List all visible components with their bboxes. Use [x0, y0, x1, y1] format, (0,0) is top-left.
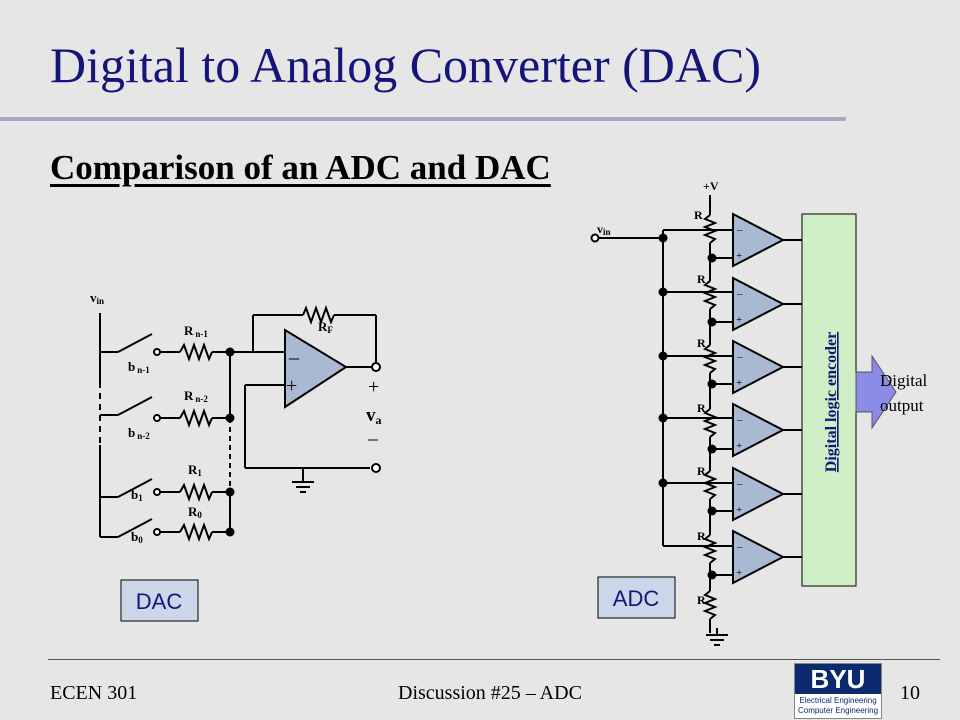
footer-topic: Discussion #25 – ADC — [398, 682, 582, 704]
digital-output-arrow — [855, 354, 897, 430]
footer-course: ECEN 301 — [50, 682, 138, 704]
svg-text:_: _ — [736, 347, 743, 359]
adc-resistor-7 — [702, 590, 718, 620]
adc-r-label-2: R — [697, 272, 706, 286]
byu-logo: BYU Electrical Engineering Computer Engi… — [794, 663, 882, 719]
svg-text:+: + — [736, 567, 742, 579]
adc-r-label-5: R — [697, 464, 706, 478]
comparator-4 — [732, 402, 786, 458]
adc-vin-label: vin — [597, 222, 611, 237]
label-r1: R1 — [188, 462, 202, 478]
dac-contacts — [153, 348, 381, 536]
adc-vin-terminal — [590, 233, 600, 243]
adc-r-label-3: R — [697, 336, 706, 350]
dac-label-box — [120, 579, 199, 622]
byu-logo-line-1: Electrical Engineering — [799, 696, 877, 705]
resistor-r1 — [179, 482, 213, 502]
comparator-6 — [732, 529, 786, 585]
dac-opamp — [284, 328, 348, 409]
label-b0: b0 — [131, 529, 143, 545]
label-b1: b1 — [131, 487, 143, 503]
slide-subtitle: Comparison of an ADC and DAC — [50, 148, 551, 187]
footer-page-number: 10 — [900, 682, 920, 704]
svg-text:_: _ — [736, 220, 743, 232]
svg-text:_: _ — [736, 537, 743, 549]
resistor-rf — [302, 305, 335, 325]
resistor-r0 — [179, 522, 213, 542]
comparator-2 — [732, 276, 786, 332]
adc-r-label-6: R — [697, 529, 706, 543]
digital-output-label-1: Digital — [880, 371, 927, 390]
adc-resistor-3 — [702, 344, 718, 374]
output-va-label: va — [366, 405, 382, 427]
adc-resistor-4 — [702, 408, 718, 438]
svg-text:+: + — [736, 250, 742, 262]
digital-output-label-2: output — [880, 396, 924, 415]
svg-text:_: _ — [736, 410, 743, 422]
byu-logo-line-2: Computer Engineering — [797, 706, 879, 715]
adc-comparators — [732, 212, 786, 585]
adc-nodes — [658, 233, 717, 580]
resistor-rn1 — [179, 342, 213, 362]
adc-label-text: ADC — [613, 586, 660, 611]
adc-resistor-6 — [702, 534, 718, 564]
switch-bn2 — [117, 396, 153, 416]
adc-r-label-1: R — [694, 208, 703, 222]
dac-opamp-plus: + — [286, 375, 297, 397]
svg-text:+: + — [736, 314, 742, 326]
comparator-3 — [732, 339, 786, 395]
switch-b0 — [117, 518, 153, 538]
dac-opamp-minus: _ — [288, 340, 300, 362]
comparator-signs: _ + _ + _ + _ + _ + _ + — [736, 220, 743, 579]
svg-text:_: _ — [736, 284, 743, 296]
switch-bn1 — [117, 333, 153, 353]
output-plus: + — [368, 376, 379, 398]
dac-circuit — [99, 305, 377, 542]
dac-vin-label: vin — [90, 290, 104, 306]
title-underline-rule — [0, 117, 846, 121]
label-r0: R0 — [188, 504, 202, 520]
slide-title: Digital to Analog Converter (DAC) — [50, 37, 761, 93]
comparator-5 — [732, 466, 786, 522]
footer-rule — [48, 659, 940, 660]
svg-text:+: + — [736, 440, 742, 452]
dac-label-text: DAC — [136, 589, 183, 614]
label-rf: RF — [318, 319, 333, 335]
switch-b1 — [117, 478, 153, 498]
adc-resistor-2 — [702, 280, 718, 310]
adc-r-label-7: R — [697, 593, 706, 607]
adc-label-box — [597, 576, 676, 619]
adc-resistor-5 — [702, 470, 718, 500]
adc-r-label-4: R — [697, 401, 706, 415]
byu-logo-subtitle: Electrical Engineering Computer Engineer… — [795, 696, 881, 716]
resistor-rn2 — [179, 408, 213, 428]
svg-text:+: + — [736, 504, 742, 516]
svg-text:+: + — [736, 377, 742, 389]
adc-supply-label: +V — [703, 179, 719, 193]
adc-circuit — [597, 195, 802, 646]
dac-nodes — [225, 347, 235, 537]
comparator-1 — [732, 212, 786, 268]
svg-text:_: _ — [736, 474, 743, 486]
byu-logo-word: BYU — [795, 664, 881, 694]
encoder-label: Digital logic encoder — [823, 332, 840, 472]
output-minus: _ — [367, 421, 379, 443]
